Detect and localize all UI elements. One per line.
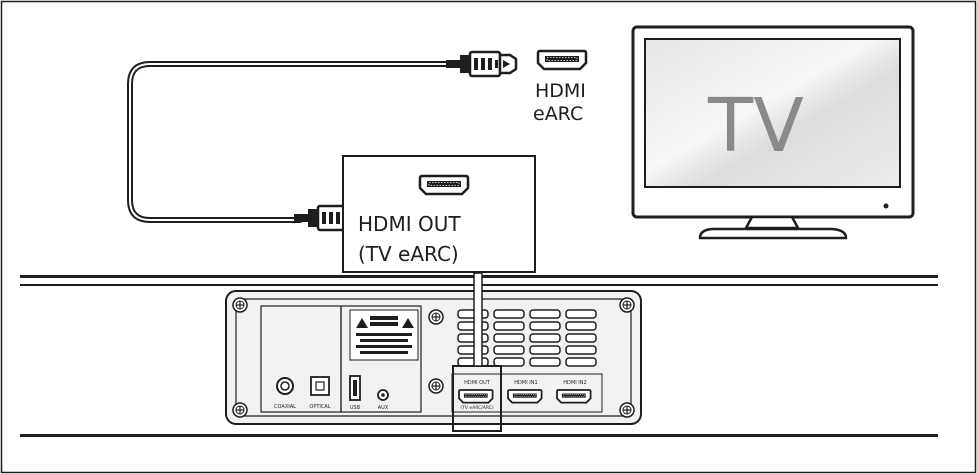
panel-label-hdmi-out-sub: (TV eARC/ARC) — [460, 405, 494, 411]
optical-jack — [310, 376, 330, 396]
soundbar-rear-panel: COAXIAL OPTICAL USB AUX HDMI OUT (TV eAR… — [225, 290, 642, 425]
soundbar-port-label-line1: HDMI OUT — [358, 212, 461, 236]
hdmi-cable — [127, 61, 453, 223]
panel-hdmi-in1-port — [507, 389, 543, 404]
tv-port-label-line2: eARC — [533, 103, 584, 125]
soundbar-port-label-line2: (TV eARC) — [358, 242, 459, 266]
panel-hdmi-in2-port — [556, 389, 592, 404]
callout-leader-line — [473, 272, 483, 367]
tv-hdmi-port-icon — [536, 49, 588, 71]
panel-label-coaxial: COAXIAL — [274, 404, 296, 410]
panel-label-usb: USB — [350, 405, 361, 411]
panel-label-hdmi-in2: HDMI IN2 — [563, 380, 586, 386]
hdmi-out-callout — [342, 155, 536, 273]
panel-label-hdmi-out: HDMI OUT — [464, 380, 491, 386]
tv-illustration — [631, 25, 915, 240]
panel-label-aux: AUX — [378, 405, 389, 411]
tv-port-label-line1: HDMI — [535, 80, 586, 102]
soundbar-hdmi-port-icon — [418, 174, 470, 196]
shelf-bottom-line — [20, 434, 938, 437]
panel-hdmi-out-port — [458, 389, 494, 404]
panel-label-optical: OPTICAL — [309, 404, 330, 410]
panel-label-hdmi-in1: HDMI IN1 — [514, 380, 537, 386]
tv-screen-label: TV — [708, 83, 804, 169]
